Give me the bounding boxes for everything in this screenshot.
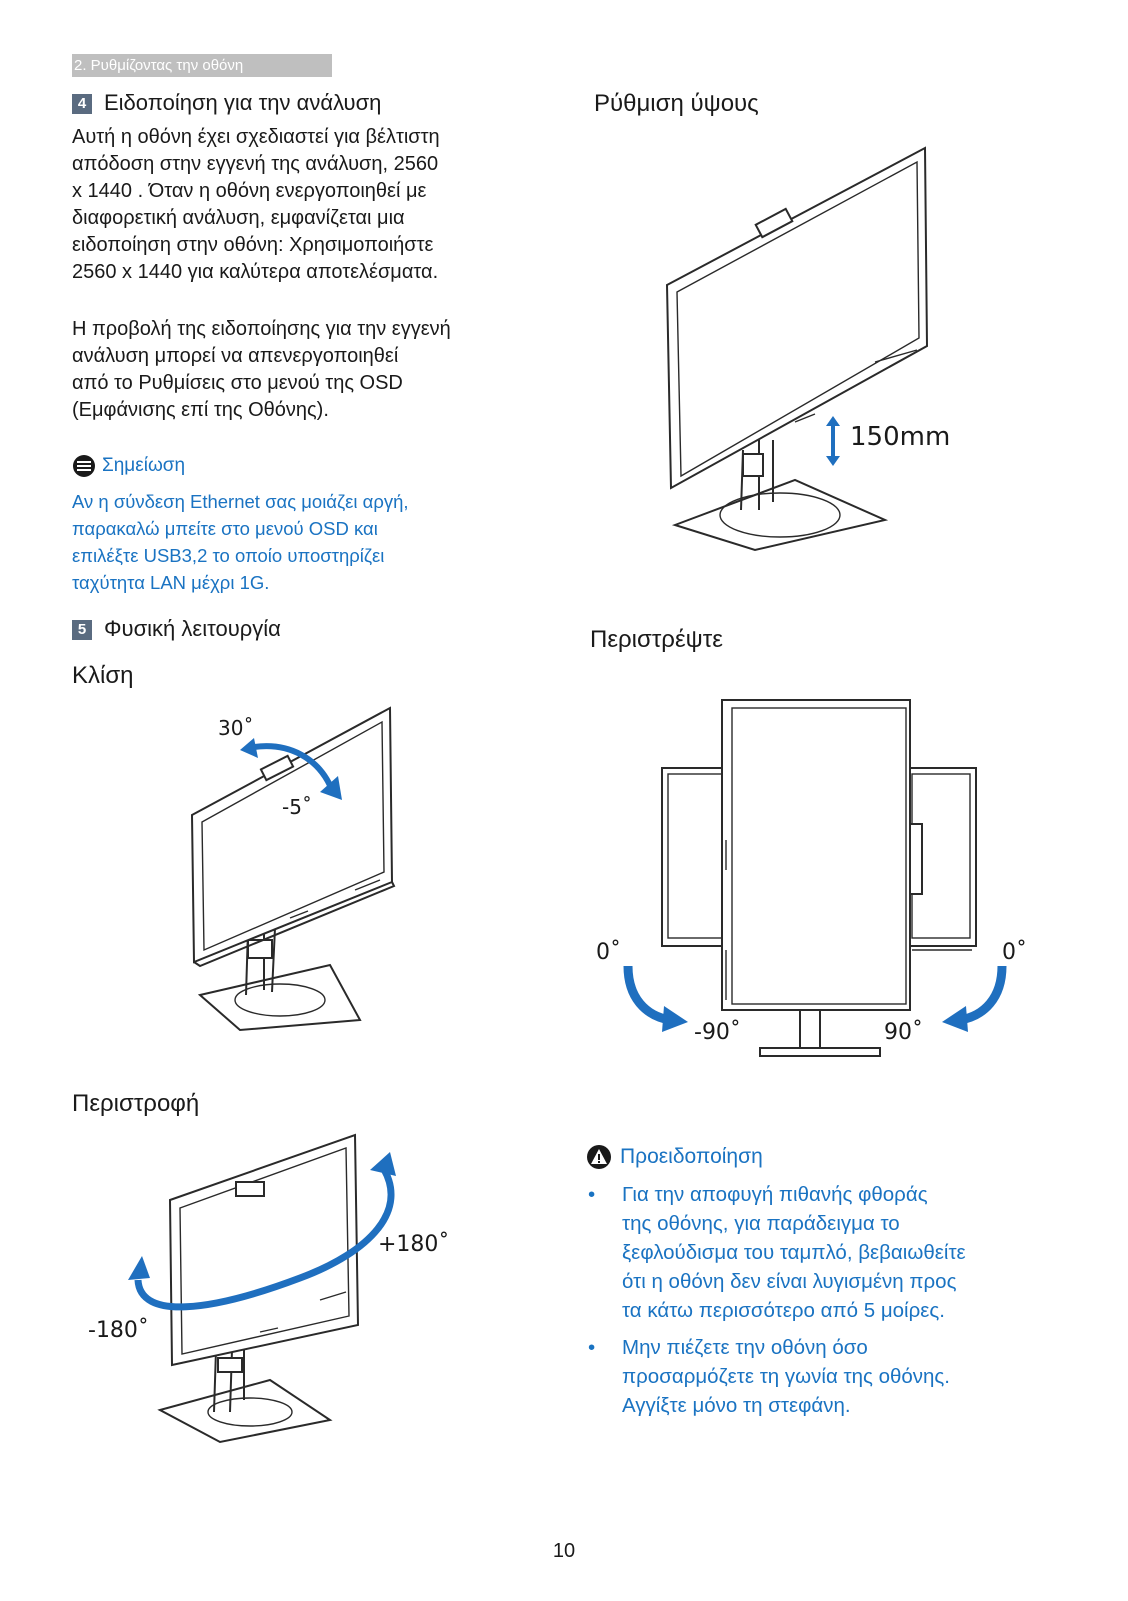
pivot-right-zero: 0˚ xyxy=(1002,940,1027,965)
section-4-paragraph-2: Η προβολή της ειδοποίησης για την εγγενή… xyxy=(72,316,542,424)
text-line: απόδοση στην εγγενή της ανάλυση, 2560 xyxy=(72,153,439,175)
note-line: επιλέξτε USB3,2 το οποίο υποστηρίζει xyxy=(72,545,385,566)
note-label: Σημείωση xyxy=(102,455,186,476)
height-value: 150mm xyxy=(850,422,951,452)
warning-list: • Για την αποφυγή πιθανής φθοράς της οθό… xyxy=(588,1180,1058,1428)
text-line: (Εμφάνισης επί της Οθόνης). xyxy=(72,399,329,421)
warning-heading: Προειδοποίηση xyxy=(586,1144,763,1170)
pivot-right-arrow-icon xyxy=(942,965,1007,1032)
height-arrow-icon xyxy=(826,416,840,466)
section-5-heading: 5 Φυσική λειτουργία xyxy=(72,616,281,642)
text-line: Αυτή η οθόνη έχει σχεδιαστεί για βέλτιστ… xyxy=(72,126,440,148)
swivel-label: Περιστροφή xyxy=(72,1090,200,1117)
tilt-angle-down: -5˚ xyxy=(282,795,312,819)
height-label: Ρύθμιση ύψους xyxy=(594,90,759,117)
text-line: 2560 x 1440 για καλύτερα αποτελέσματα. xyxy=(72,261,439,283)
swivel-angle-positive: +180˚ xyxy=(378,1232,450,1257)
section-4-title: Ειδοποίηση για την ανάλυση xyxy=(104,90,382,115)
section-header-tab: 2. Ρυθμίζοντας την οθόνη xyxy=(72,54,332,77)
pivot-left-zero: 0˚ xyxy=(596,940,621,965)
text-line: ότι η οθόνη δεν είναι λυγισμένη προς xyxy=(622,1270,957,1293)
section-4-paragraph-1: Αυτή η οθόνη έχει σχεδιαστεί για βέλτιστ… xyxy=(72,124,542,286)
section-number-badge: 4 xyxy=(72,94,92,114)
warning-item: • Για την αποφυγή πιθανής φθοράς της οθό… xyxy=(588,1180,1058,1325)
section-4-heading: 4 Ειδοποίηση για την ανάλυση xyxy=(72,90,381,116)
text-line: Η προβολή της ειδοποίησης για την εγγενή xyxy=(72,318,451,340)
page-number: 10 xyxy=(552,1540,576,1562)
text-line: τα κάτω περισσότερο από 5 μοίρες. xyxy=(622,1299,945,1322)
tilt-illustration xyxy=(190,706,396,1032)
text-line: Για την αποφυγή πιθανής φθοράς xyxy=(622,1183,928,1206)
text-line: προσαρμόζετε τη γωνία της οθόνης. xyxy=(622,1365,950,1388)
text-line: ξεφλούδισμα του ταμπλό, βεβαιωθείτε xyxy=(622,1241,966,1264)
note-line: Αν η σύνδεση Ethernet σας μοιάζει αργή, xyxy=(72,491,409,512)
warning-label: Προειδοποίηση xyxy=(620,1145,763,1168)
tilt-label: Κλίση xyxy=(72,662,134,689)
tilt-angle-up: 30˚ xyxy=(218,716,254,740)
pivot-left-arrow-icon xyxy=(623,965,688,1032)
note-line: ταχύτητα LAN μέχρι 1G. xyxy=(72,572,270,593)
text-line: από το Ρυθμίσεις στο μενού της OSD xyxy=(72,372,403,394)
note-line: παρακαλώ μπείτε στο μενού OSD και xyxy=(72,518,378,539)
bullet: • xyxy=(588,1183,596,1206)
note-body: Αν η σύνδεση Ethernet σας μοιάζει αργή, … xyxy=(72,488,542,596)
bullet: • xyxy=(588,1336,596,1359)
text-line: x 1440 . Όταν η οθόνη ενεργοποιηθεί με xyxy=(72,180,427,202)
text-line: Μην πιέζετε την οθόνη όσο xyxy=(622,1336,868,1359)
text-line: ειδοποίηση στην οθόνη: Χρησιμοποιήστε xyxy=(72,234,434,256)
text-line: ανάλυση μπορεί να απενεργοποιηθεί xyxy=(72,345,399,367)
note-icon xyxy=(73,455,95,477)
swivel-angle-negative: -180˚ xyxy=(88,1318,149,1343)
swivel-illustration xyxy=(128,1133,396,1444)
text-line: της οθόνης, για παράδειγμα το xyxy=(622,1212,900,1235)
note-heading: Σημείωση xyxy=(72,454,185,478)
pivot-illustration xyxy=(661,699,977,1057)
warning-icon xyxy=(587,1145,611,1169)
section-5-title: Φυσική λειτουργία xyxy=(104,616,281,641)
text-line: Αγγίξτε μόνο τη στεφάνη. xyxy=(622,1394,851,1417)
height-illustration xyxy=(665,146,929,552)
warning-item: • Μην πιέζετε την οθόνη όσο προσαρμόζετε… xyxy=(588,1333,1058,1420)
text-line: διαφορετική ανάλυση, εμφανίζεται μια xyxy=(72,207,405,229)
pivot-left-angle: -90˚ xyxy=(694,1020,741,1045)
pivot-right-angle: 90˚ xyxy=(884,1020,923,1045)
pivot-label: Περιστρέψτε xyxy=(590,626,723,653)
section-number-badge: 5 xyxy=(72,620,92,640)
